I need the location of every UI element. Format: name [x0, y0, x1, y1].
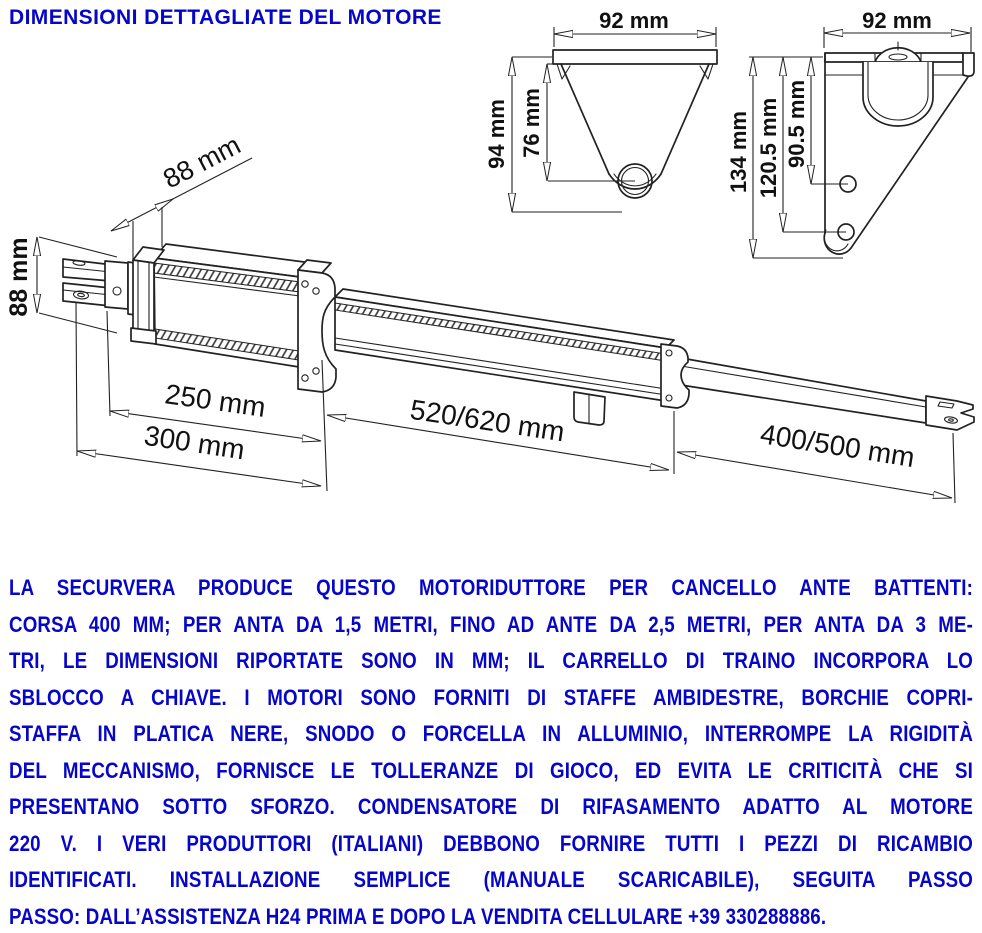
description-line: SBLOCCO A CHIAVE. I MOTORI SONO FORNITI …: [9, 684, 974, 710]
dim-side-bracket-height: 94 mm: [484, 99, 509, 169]
dim-rear-bracket-lower-hole: 120.5 mm: [756, 98, 781, 198]
description-line: DEL MECCANISMO, FORNISCE LE TOLLERANZE D…: [9, 757, 974, 783]
page-title: DIMENSIONI DETTAGLIATE DEL MOTORE: [9, 6, 442, 29]
description-line: CORSA 400 MM; PER ANTA DA 1,5 METRI, FIN…: [9, 611, 974, 637]
side-bracket-dimensions: 92 mm 94 mm 76 mm: [484, 8, 717, 213]
side-bracket-view: 92 mm 94 mm 76 mm: [484, 8, 718, 213]
rear-fork: [62, 258, 129, 310]
dim-body-height: 88 mm: [5, 237, 33, 316]
dim-side-bracket-hole: 76 mm: [519, 88, 544, 158]
rear-bracket-view: 92 mm 134 mm 120.5 mm 90.5 mm: [726, 8, 975, 259]
guide-rail: [334, 288, 675, 402]
description-line: PRESENTANO SOTTO SFORZO. CONDENSATORE DI…: [9, 794, 974, 819]
actuator-view: 88 mm 88 mm 250 mm 300 mm 520/620 mm: [5, 130, 975, 504]
mounting-collar: [127, 246, 165, 345]
description-line: 220 V. I VERI PRODUTTORI (ITALIANI) DEBB…: [9, 830, 974, 856]
description-line: TRI, LE DIMENSIONI RIPORTATE SONO IN MM;…: [9, 648, 974, 673]
motor-body: [153, 243, 313, 368]
description-line: LA SECURVERA PRODUCE QUESTO MOTORIDUTTOR…: [9, 575, 974, 600]
dim-top-width: 88 mm: [158, 130, 245, 195]
dim-rear-length: 300 mm: [142, 420, 247, 466]
description-paragraph: LA SECURVERA PRODUCE QUESTO MOTORIDUTTOR…: [9, 570, 973, 933]
rear-bracket-dimensions: 92 mm 134 mm 120.5 mm 90.5 mm: [726, 8, 972, 259]
telescopic-rod: [680, 357, 975, 431]
carriage-bracket: [297, 259, 337, 393]
dim-motor-length: 250 mm: [163, 378, 267, 423]
rail-end-cap: [660, 343, 690, 409]
dim-rear-bracket-height: 134 mm: [726, 111, 751, 193]
stop-block: [573, 391, 606, 426]
technical-drawing: 88 mm 88 mm 250 mm 300 mm 520/620 mm: [5, 8, 975, 504]
description-line: IDENTIFICATI. INSTALLAZIONE SEMPLICE (MA…: [9, 867, 974, 892]
dim-rail-length: 520/620 mm: [408, 394, 567, 448]
description-line: PASSO: DALL’ASSISTENZA H24 PRIMA E DOPO …: [9, 903, 827, 929]
dim-rear-bracket-width: 92 mm: [862, 8, 932, 33]
dim-rear-bracket-upper-hole: 90.5 mm: [784, 80, 809, 168]
description-line: STAFFA IN PLATICA NERE, SNODO O FORCELLA…: [9, 721, 974, 746]
dim-side-bracket-width: 92 mm: [599, 8, 669, 33]
dim-stroke-length: 400/500 mm: [758, 418, 917, 473]
